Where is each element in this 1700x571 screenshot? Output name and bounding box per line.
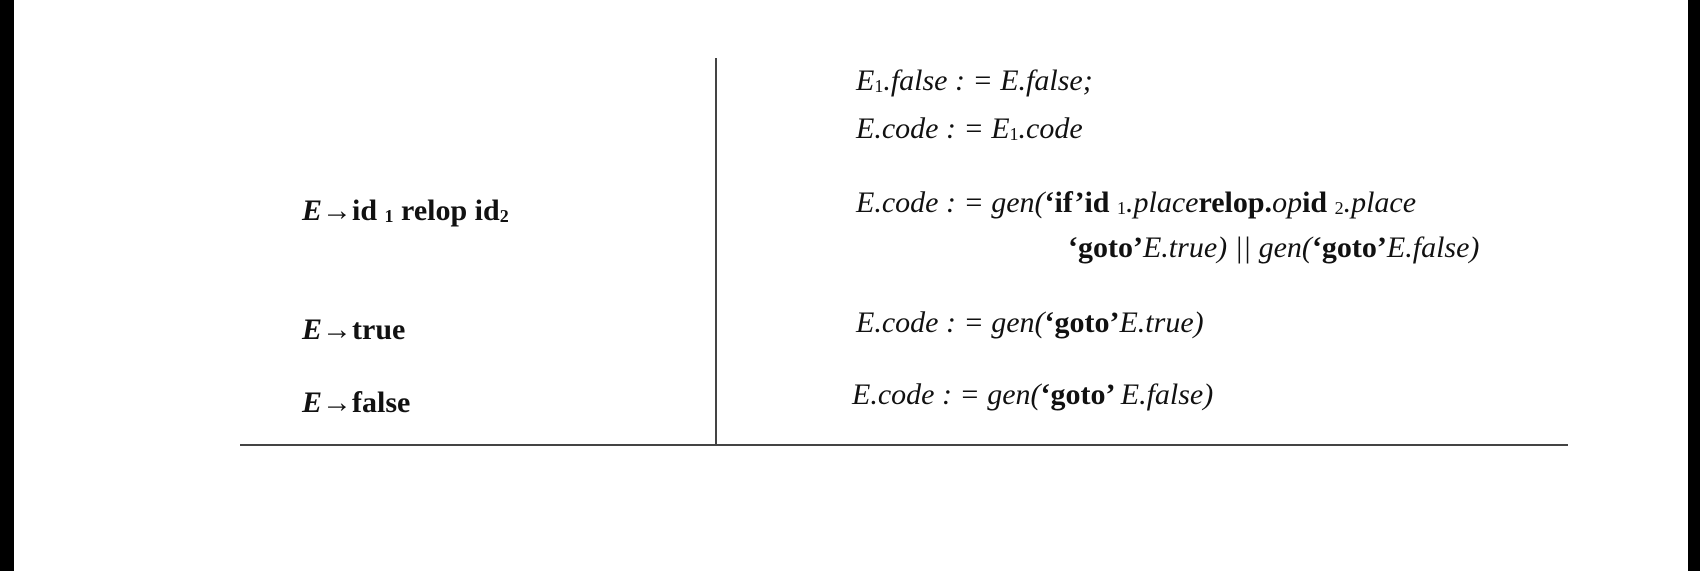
subscript: 2 (1334, 198, 1344, 218)
production-true: E→true (302, 313, 405, 347)
text-run: relop. (1198, 186, 1273, 219)
text-run: ‘if’id (1044, 186, 1117, 219)
production-relop: E→id 1 relop id2 (302, 194, 509, 228)
text-run: ‘goto’ (1068, 231, 1143, 264)
text-run: E (302, 313, 323, 346)
text-run: op (1272, 186, 1303, 219)
subscript: 1 (1009, 124, 1019, 144)
semantic-rule: E.code : = gen(‘goto’E.true) (856, 306, 1204, 340)
text-run: E (856, 64, 875, 97)
text-run: E (302, 386, 323, 419)
text-run: ‘goto’ (1040, 378, 1121, 411)
text-run: E.code : = gen( (856, 306, 1045, 339)
left-border (0, 0, 14, 571)
text-run: .code (1018, 112, 1083, 145)
subscript: 2 (499, 206, 509, 226)
column-divider (715, 58, 717, 446)
text-run: true (352, 313, 406, 346)
text-run: .place (1343, 186, 1417, 219)
text-run: E.code : = E (856, 112, 1010, 145)
subscript: 1 (384, 206, 394, 226)
production-false: E→false (302, 386, 410, 420)
text-run: → (322, 313, 353, 346)
text-run: .false : = E.false; (883, 64, 1093, 97)
semantic-rule: ‘goto’E.true) || gen(‘goto’E.false) (1068, 231, 1479, 265)
text-run: E.true) || gen( (1142, 231, 1312, 264)
text-run: ‘goto’ (1311, 231, 1387, 264)
text-run: → (322, 386, 353, 419)
semantic-rule: E.code : = gen(‘if’id 1.placerelop.opid … (856, 186, 1416, 220)
text-run: false (352, 386, 411, 419)
text-run: → (322, 194, 353, 227)
subscript: 1 (874, 76, 884, 96)
text-run: E (302, 194, 323, 227)
text-run: id (352, 194, 385, 227)
subscript: 1 (1116, 198, 1126, 218)
text-run: E.code : = gen( (856, 186, 1045, 219)
text-run: E.true) (1119, 306, 1204, 339)
text-run: E.code : = gen( (852, 378, 1041, 411)
right-border (1688, 0, 1700, 571)
table-bottom-rule (240, 444, 1568, 446)
semantic-rule: E1.false : = E.false; (856, 64, 1093, 98)
semantic-rule: E.code : = E1.code (856, 112, 1083, 146)
text-run: E.false) (1386, 231, 1480, 264)
text-run: id (1302, 186, 1335, 219)
text-run: relop id (393, 194, 500, 227)
text-run: .place (1125, 186, 1199, 219)
text-run: E.false) (1120, 378, 1214, 411)
semantic-rule: E.code : = gen(‘goto’ E.false) (852, 378, 1213, 412)
text-run: ‘goto’ (1044, 306, 1120, 339)
